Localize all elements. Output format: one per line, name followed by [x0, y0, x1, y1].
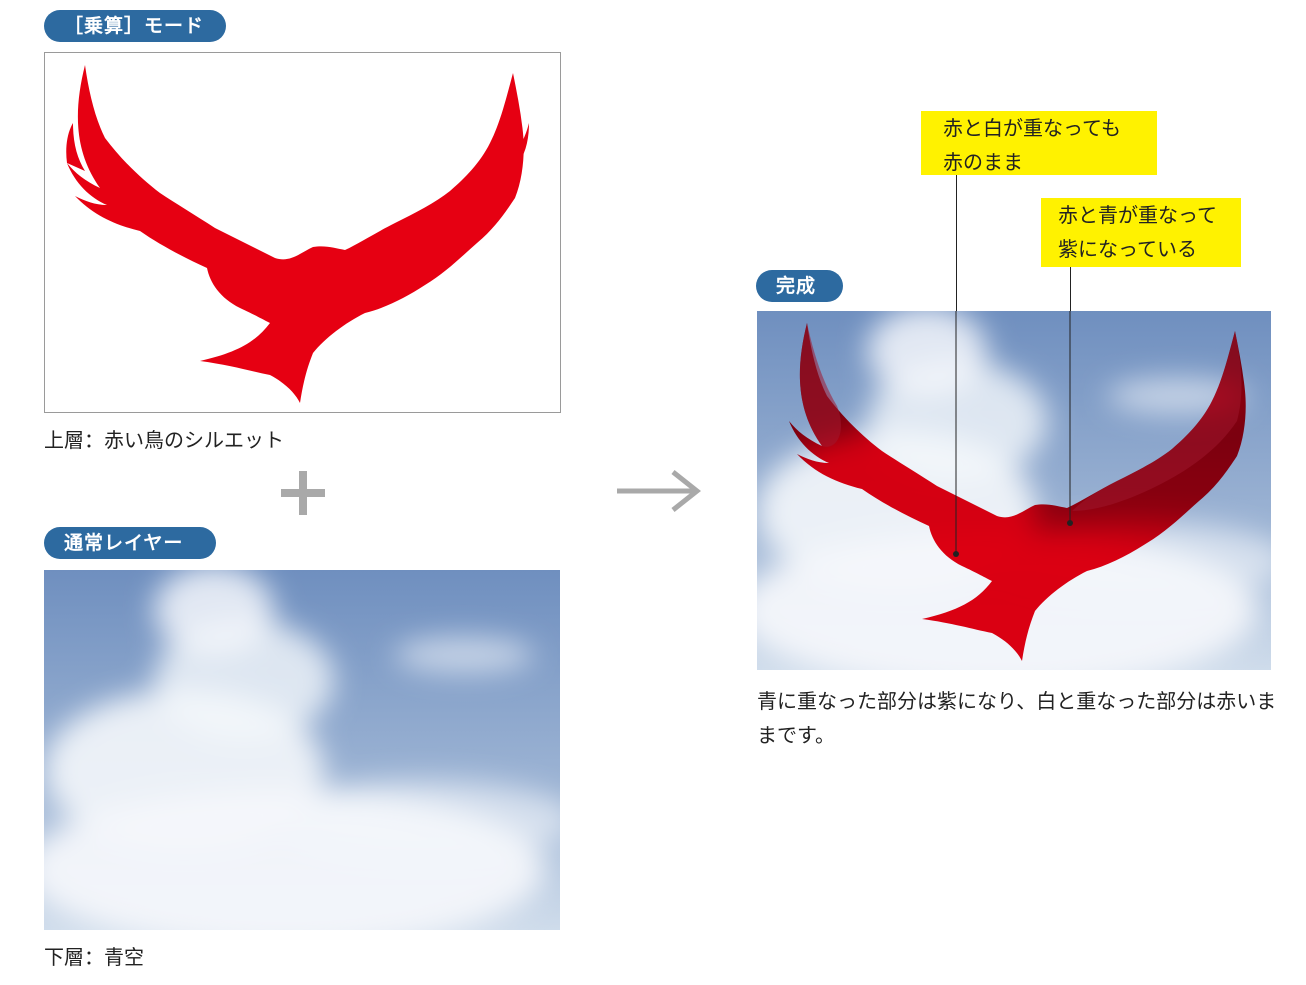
callout-red-white: 赤と白が重なっても 赤のまま — [921, 111, 1157, 175]
lower-layer-caption: 下層：青空 — [44, 945, 144, 969]
red-bird-silhouette — [66, 65, 529, 403]
callout-red-white-line2: 赤のまま — [943, 150, 1023, 174]
result-composite-panel — [757, 311, 1271, 670]
blue-sky-panel — [44, 570, 560, 930]
plus-icon — [281, 471, 325, 515]
callout-red-white-line1: 赤と白が重なっても — [943, 116, 1121, 140]
result-caption: 青に重なった部分は紫になり、白と重なった部分は赤いままです。 — [757, 689, 1277, 747]
arrow-right-icon — [615, 468, 702, 514]
bird-silhouette-panel — [44, 52, 561, 413]
callout-red-blue-line1: 赤と青が重なって — [1058, 203, 1217, 227]
multiply-mode-badge: ［乗算］モード — [44, 10, 226, 42]
multiplied-bird — [789, 323, 1246, 661]
result-badge: 完成 — [756, 270, 843, 302]
normal-layer-badge: 通常レイヤー — [44, 527, 216, 559]
upper-layer-caption: 上層：赤い鳥のシルエット — [44, 428, 284, 452]
callout-red-blue-line2: 紫になっている — [1058, 237, 1197, 261]
callout-red-white-leader — [956, 175, 957, 311]
callout-red-blue: 赤と青が重なって 紫になっている — [1041, 198, 1241, 267]
callout-red-blue-leader — [1070, 267, 1071, 311]
